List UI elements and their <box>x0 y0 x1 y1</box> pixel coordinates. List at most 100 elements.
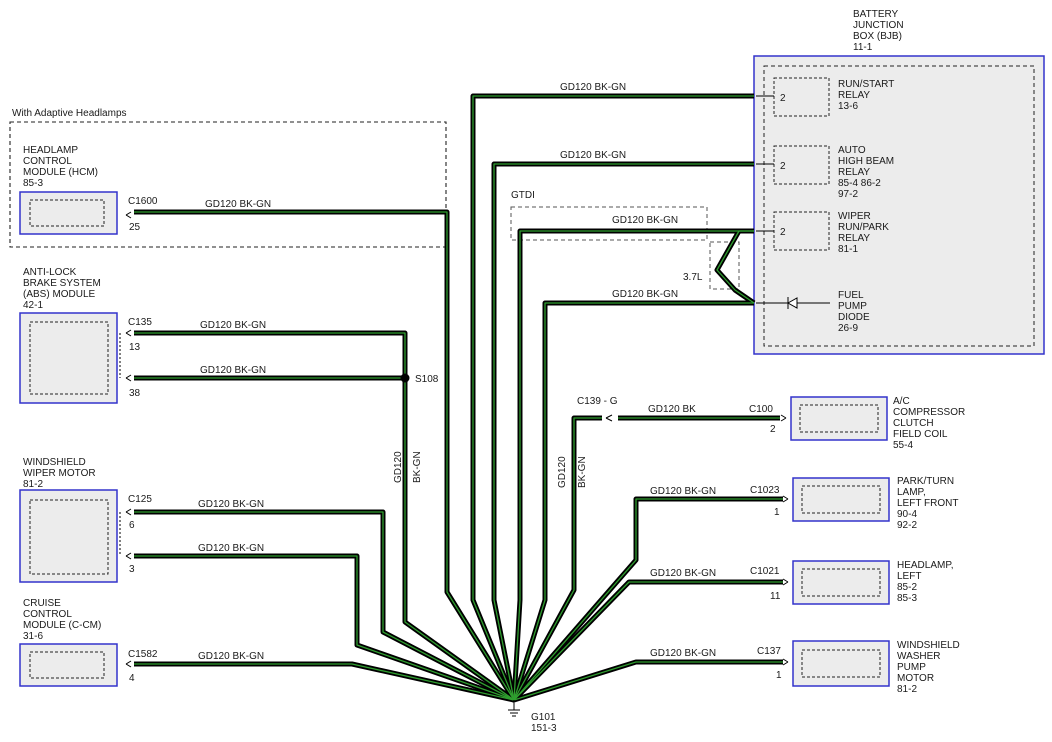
headlamp-left-pin: 11 <box>770 591 781 602</box>
ccm-connector: C1582 <box>128 649 158 660</box>
headlamp-left-label: HEADLAMP, LEFT 85-2 85-3 <box>897 560 956 604</box>
washer-pump-connector: C137 <box>757 646 781 657</box>
bjb-title: BATTERY JUNCTION BOX (BJB) 11-1 <box>853 9 906 53</box>
hcm-connector: C1600 <box>128 196 158 207</box>
headlamp-left-connector: C1021 <box>750 566 780 577</box>
c139-connector-label: C139 - G <box>577 396 618 407</box>
hcm-module <box>19 191 118 235</box>
ac-clutch-label: A/C COMPRESSOR CLUTCH FIELD COIL 55-4 <box>893 396 968 451</box>
wire-c139-core <box>513 417 602 701</box>
s108-wire-label-a: GD120 <box>393 451 404 483</box>
v37-zone <box>709 241 740 290</box>
wiper-relay-pin: 2 <box>780 227 786 238</box>
wire-label-park: GD120 BK-GN <box>650 486 716 497</box>
wires-layer: GD120 BK-GN GD120 BK-GN GD120 BK-GN GD120 B… <box>134 82 783 703</box>
abs-label: ANTI-LOCK BRAKE SYSTEM (ABS) MODULE 42-1 <box>23 267 104 311</box>
diode-icon <box>786 297 798 309</box>
wire-ccm-core <box>134 663 515 701</box>
headlamp-left-inner <box>801 568 881 597</box>
splice-s108-label: S108 <box>415 374 439 385</box>
wiper-motor-inner <box>29 499 109 575</box>
high-beam-relay-label: AUTO HIGH BEAM RELAY 85-4 86-2 97-2 <box>838 145 897 200</box>
hcm-pin: 25 <box>129 222 141 233</box>
ccm-inner <box>29 651 105 679</box>
wire-washer <box>513 659 783 703</box>
bjb-box <box>753 55 1045 355</box>
wire-label-ccm: GD120 BK-GN <box>198 651 264 662</box>
wire-highbeam <box>491 161 754 701</box>
park-turn-lamp-module <box>792 477 890 522</box>
abs-module <box>19 312 118 404</box>
wiper-motor-pin-3: 3 <box>129 564 135 575</box>
wire-wiper6-core <box>134 511 515 701</box>
hcm-label: HEADLAMP CONTROL MODULE (HCM) 85-3 <box>23 145 101 189</box>
c139-wire-label-b: BK-GN <box>577 456 588 488</box>
wire-label-headlamp: GD120 BK-GN <box>650 568 716 579</box>
wiper-motor-label: WINDSHIELD WIPER MOTOR 81-2 <box>23 457 98 490</box>
wire-label-hcm: GD120 BK-GN <box>205 199 271 210</box>
wiper-motor-pin-6: 6 <box>129 520 135 531</box>
wire-label-highbeam: GD120 BK-GN <box>560 150 626 161</box>
fuel-pump-diode-label: FUEL PUMP DIODE 26-9 <box>838 290 872 334</box>
wire-highbeam-core <box>493 163 754 701</box>
wire-label-wiper6: GD120 BK-GN <box>198 499 264 510</box>
abs-pin-38: 38 <box>129 388 141 399</box>
gtdi-label: GTDI <box>511 190 535 201</box>
wire-relay_cross <box>714 228 756 306</box>
runstart-relay-box <box>773 77 830 117</box>
wire-label-fuel_diode: GD120 BK-GN <box>612 289 678 300</box>
v37-label: 3.7L <box>683 272 703 283</box>
washer-pump-inner <box>801 649 881 678</box>
abs-pin-13: 13 <box>129 342 141 353</box>
wire-hcm <box>134 209 517 702</box>
runstart-relay-label: RUN/START RELAY 13-6 <box>838 79 897 112</box>
wire-park-core <box>513 498 783 701</box>
wire-abs13-core <box>134 332 515 701</box>
ac-clutch-inner <box>799 404 879 433</box>
wire-headlamp-core <box>513 581 783 701</box>
wire-fuel_diode-core <box>513 302 754 701</box>
wire-label-wiper_relay: GD120 BK-GN <box>612 215 678 226</box>
ground-icon <box>508 700 520 717</box>
connector-markers <box>119 95 789 668</box>
hcm-inner <box>29 199 105 227</box>
washer-pump-label: WINDSHIELD WASHER PUMP MOTOR 81-2 <box>897 640 963 695</box>
splice-s108 <box>400 373 410 383</box>
c139-wire-label-a: GD120 <box>557 456 568 488</box>
park-turn-lamp-inner <box>801 485 881 514</box>
bjb-inner-outline <box>763 65 1035 347</box>
gtdi-zone <box>510 206 708 241</box>
ccm-label: CRUISE CONTROL MODULE (C-CM) 31-6 <box>23 598 104 642</box>
ground-g101-label: G101 151-3 <box>531 712 558 734</box>
ac-clutch-module <box>790 396 888 441</box>
high-beam-relay-pin: 2 <box>780 161 786 172</box>
runstart-relay-pin: 2 <box>780 93 786 104</box>
wire-label-abs38: GD120 BK-GN <box>200 365 266 376</box>
headlamp-left-module <box>792 560 890 605</box>
ac-clutch-pin: 2 <box>770 424 776 435</box>
wire-abs13 <box>134 330 516 703</box>
s108-wire-label-b: BK-GN <box>412 451 423 483</box>
ccm-module <box>19 643 118 687</box>
washer-pump-pin: 1 <box>776 670 782 681</box>
park-turn-lamp-connector: C1023 <box>750 485 780 496</box>
wire-wiper_relay-core <box>513 230 754 701</box>
wire-relay_cross-core <box>716 230 755 304</box>
wire-label-runstart: GD120 BK-GN <box>560 82 626 93</box>
wire-washer-core <box>513 661 783 701</box>
park-turn-lamp-label: PARK/TURN LAMP, LEFT FRONT 90-4 92-2 <box>897 476 961 531</box>
wire-label-abs13: GD120 BK-GN <box>200 320 266 331</box>
wiper-motor-connector: C125 <box>128 494 152 505</box>
ccm-pin: 4 <box>129 673 135 684</box>
adaptive-headlamps-label: With Adaptive Headlamps <box>12 108 127 119</box>
wire-headlamp <box>512 579 783 702</box>
wire-wiper3 <box>134 553 515 703</box>
wire-label-wiper3: GD120 BK-GN <box>198 543 264 554</box>
wire-wiper3-core <box>134 555 515 701</box>
park-turn-lamp-pin: 1 <box>774 507 780 518</box>
ac-clutch-connector: C100 <box>749 404 773 415</box>
wire-runstart-core <box>472 95 754 701</box>
washer-pump-module <box>792 640 890 687</box>
high-beam-relay-box <box>773 145 830 185</box>
